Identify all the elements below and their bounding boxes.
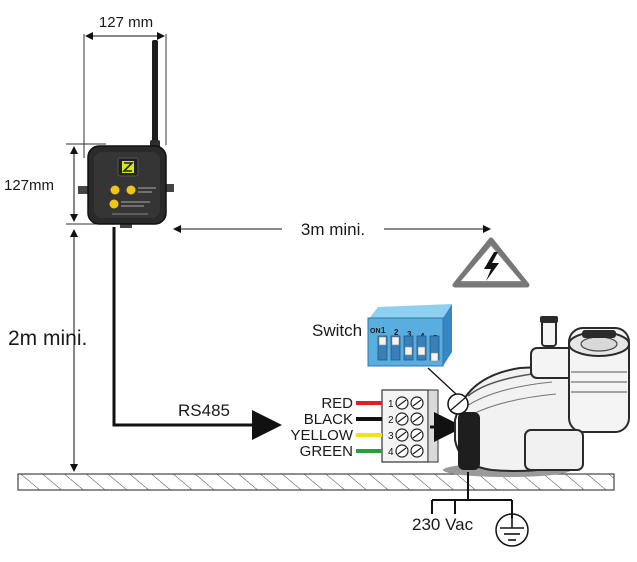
dip-toggle bbox=[404, 346, 413, 356]
control-device bbox=[78, 145, 174, 228]
switch-on-label: ON bbox=[370, 328, 381, 335]
width-label: 127 mm bbox=[99, 14, 153, 31]
terminal-number: 3 bbox=[388, 431, 394, 442]
dip-position-number: 3 bbox=[407, 330, 412, 339]
wire-label-red: RED bbox=[321, 395, 353, 412]
height-clearance-label: 2m mini. bbox=[8, 327, 87, 350]
power-led-icon bbox=[126, 185, 136, 195]
width-dimension: 127 mm bbox=[83, 14, 167, 158]
switch-label: Switch bbox=[312, 321, 362, 340]
electrical-hazard-icon bbox=[452, 237, 530, 288]
rs485-label: RS485 bbox=[178, 401, 230, 420]
antenna bbox=[150, 40, 160, 154]
dip-positions: 12345 bbox=[377, 326, 440, 362]
power-label: 230 Vac bbox=[412, 515, 474, 534]
height-dimension: 127mm bbox=[4, 143, 106, 225]
dip-toggle bbox=[430, 352, 439, 362]
distance-clearance-label: 3m mini. bbox=[301, 220, 365, 239]
power-supply: 230 Vac bbox=[412, 472, 513, 534]
terminal-number: 4 bbox=[388, 447, 394, 458]
dip-toggle bbox=[417, 346, 426, 356]
wire-label-green: GREEN bbox=[300, 443, 353, 460]
wire-label-black: BLACK bbox=[304, 411, 353, 428]
status-led-icon bbox=[110, 185, 120, 195]
signal-led-icon bbox=[109, 199, 119, 209]
terminal-number: 2 bbox=[388, 415, 394, 426]
dip-toggle bbox=[391, 336, 400, 346]
dip-slot bbox=[390, 335, 401, 361]
pool-pump bbox=[427, 316, 630, 477]
height-clearance-dimension: 2m mini. bbox=[8, 229, 87, 472]
dip-slot bbox=[377, 335, 388, 361]
wire-label-yellow: YELLOW bbox=[290, 427, 353, 444]
dip-position-number: 1 bbox=[381, 326, 386, 335]
dip-switch: Switch ON 12345 bbox=[312, 304, 452, 367]
rs485-cable: RS485 bbox=[112, 227, 282, 440]
pump-connector bbox=[458, 412, 480, 470]
ground-floor bbox=[17, 473, 615, 491]
height-label: 127mm bbox=[4, 177, 54, 194]
dip-position-number: 2 bbox=[394, 328, 399, 337]
distance-clearance-dimension: 3m mini. bbox=[173, 220, 491, 239]
terminal-number: 1 bbox=[388, 399, 394, 410]
ground-icon bbox=[495, 513, 529, 547]
dip-toggle bbox=[378, 336, 387, 346]
